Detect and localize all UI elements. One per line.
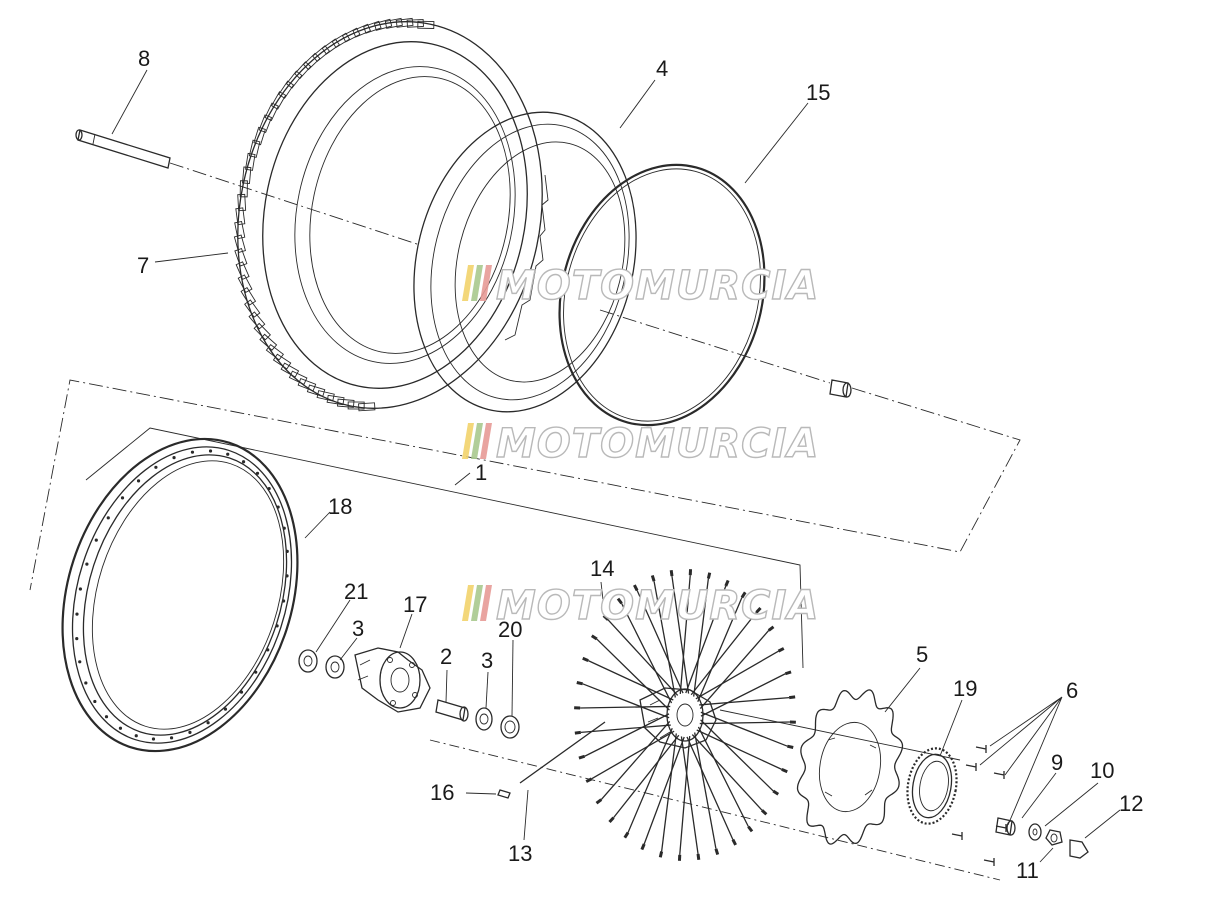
callout-19: 19 [953,676,977,701]
callout-12: 12 [1119,791,1143,816]
callout-1: 1 [475,460,487,485]
callout-3-left: 3 [352,616,364,641]
callout-5: 5 [916,642,928,667]
spacer-9 [995,817,1016,836]
callout-17: 17 [403,592,427,617]
callout-2: 2 [440,644,452,669]
spoke-13 [519,721,606,784]
leader-lines [85,69,1121,863]
callout-3-right: 3 [481,648,493,673]
watermark-text: MOTOMURCIA [496,263,819,309]
callout-10: 10 [1090,758,1114,783]
callout-7: 7 [137,253,149,278]
callout-15: 15 [806,80,830,105]
axle [75,129,171,169]
cap-nut-12 [1069,839,1089,859]
watermark-text: MOTOMURCIA [496,421,819,467]
callout-9: 9 [1051,750,1063,775]
callout-13: 13 [508,841,532,866]
axis-lines [29,162,1021,881]
rim-strap [558,163,766,427]
callout-11: 11 [1016,858,1039,883]
tone-ring [906,747,958,825]
hub [354,647,431,713]
callout-14: 14 [590,556,614,581]
nipple-16 [497,789,511,799]
bearing-3-right [475,707,493,731]
callout-4: 4 [656,56,668,81]
hub-spacer-2 [435,699,469,722]
tire [233,17,543,412]
bolts [951,745,1007,866]
bearing-3-left [325,655,345,679]
watermark-2: MOTOMURCIA [462,420,819,468]
spacer [829,379,852,398]
watermark-3: MOTOMURCIA [462,582,819,630]
watermark-text: MOTOMURCIA [496,583,819,629]
nut-11 [1045,829,1063,846]
watermark-1: MOTOMURCIA [462,262,819,310]
seal-20 [500,715,520,739]
callout-8: 8 [138,46,150,71]
callout-21: 21 [344,579,368,604]
spokes [574,569,796,861]
inner-tube [413,111,637,413]
callout-6: 6 [1066,678,1078,703]
callout-labels: 8 4 15 7 1 18 21 3 17 2 3 20 14 5 19 6 9… [137,46,1143,883]
bearing-21 [298,649,318,673]
callout-16: 16 [430,780,454,805]
watermarks: MOTOMURCIA MOTOMURCIA MOTOMURCIA [462,262,819,630]
callout-18: 18 [328,494,352,519]
rim-spoke-holes [75,449,289,741]
callout-20: 20 [498,617,522,642]
brake-disc [796,689,904,845]
rim [61,437,299,753]
washer-10 [1028,823,1042,841]
tire-tread [233,17,435,412]
spoke-wheel [574,569,796,861]
